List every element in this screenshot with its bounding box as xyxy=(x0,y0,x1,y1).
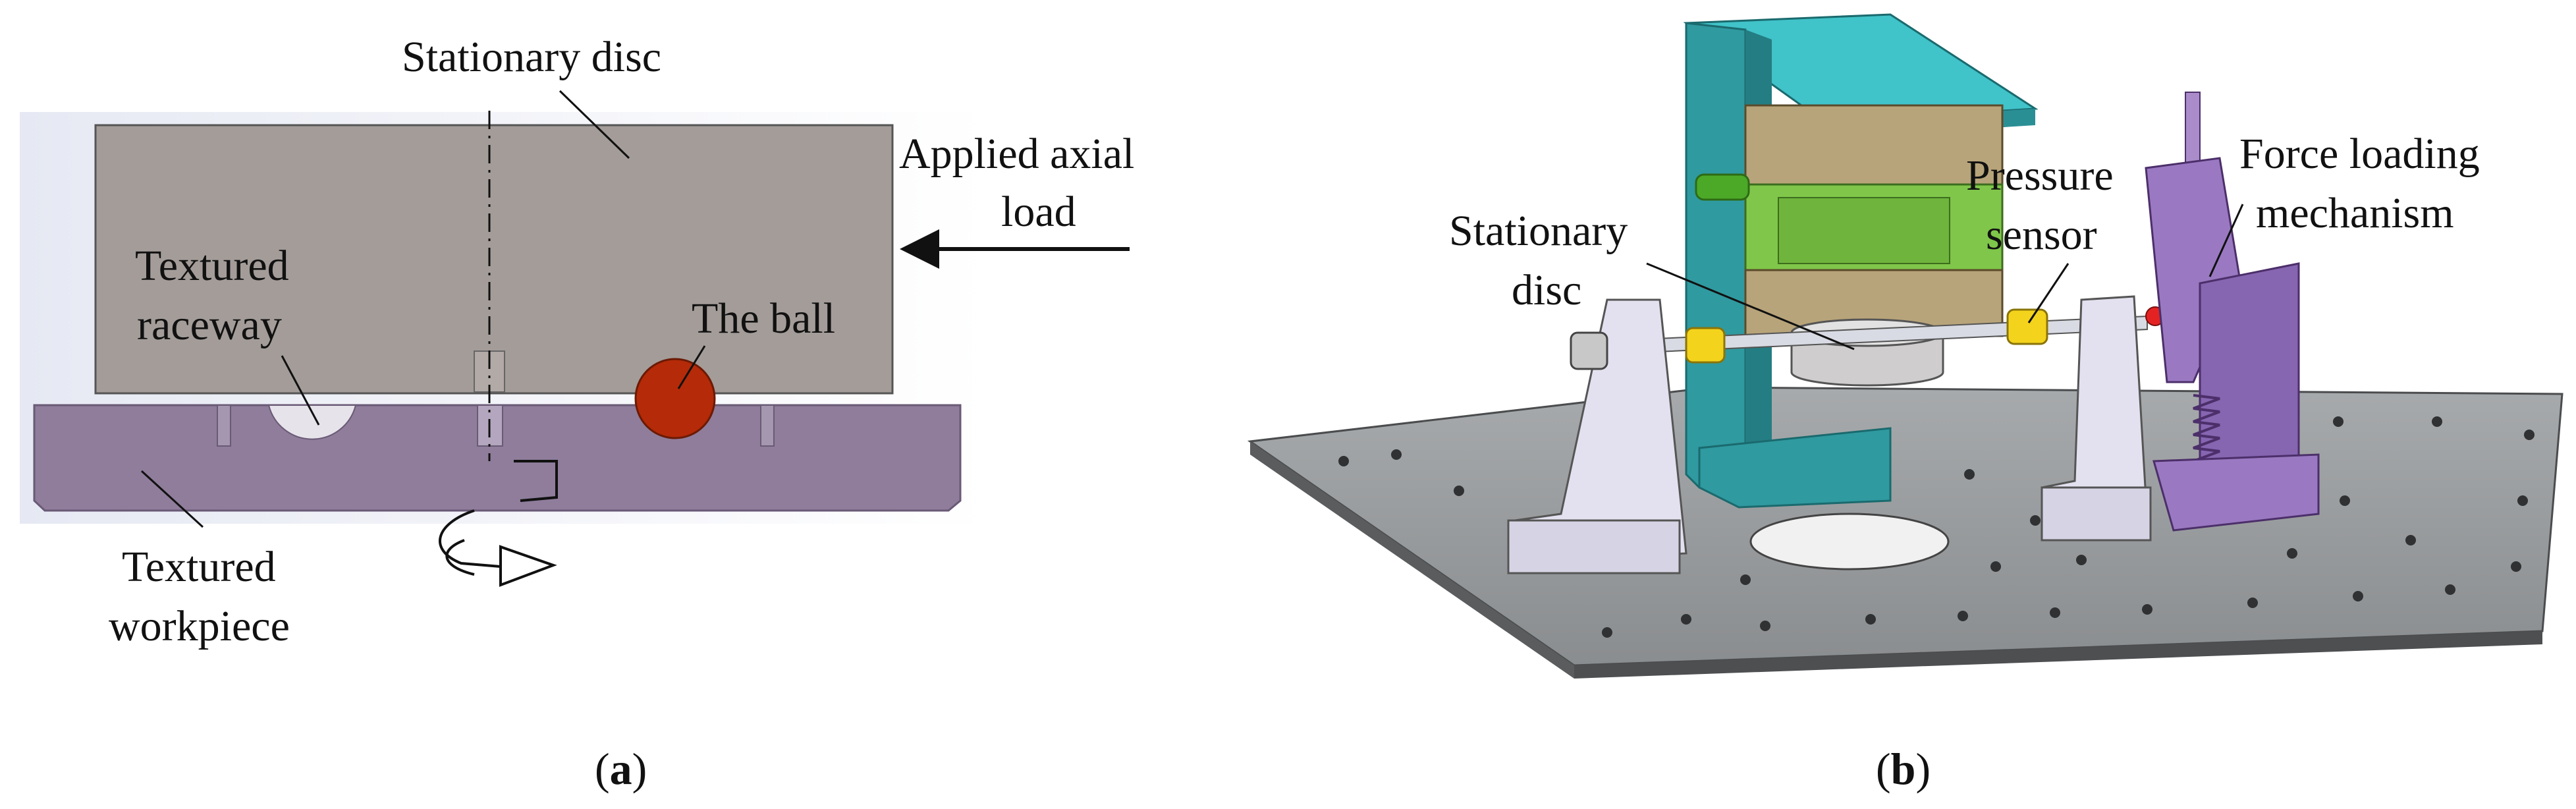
leader-the-ball xyxy=(677,345,706,389)
label-stationary-disc-b-2: disc xyxy=(1512,266,1581,314)
leader-pressure-sensor xyxy=(2027,263,2069,323)
leader-force-loading xyxy=(2208,204,2244,277)
plate-holes xyxy=(1338,416,2535,638)
label-textured-workpiece-2: workpiece xyxy=(109,602,290,650)
label-textured-raceway-2: raceway xyxy=(137,301,282,349)
leader-textured-raceway xyxy=(281,355,320,426)
label-applied-axial-load-1: Applied axial xyxy=(899,130,1134,178)
base-plate-front xyxy=(1250,441,1574,679)
leader-stationary-disc-b xyxy=(1646,262,1855,350)
label-force-loading-1: Force loading xyxy=(2239,130,2480,178)
label-textured-raceway-1: Textured xyxy=(135,242,289,290)
label-textured-workpiece-1: Textured xyxy=(122,543,276,591)
left-bracket-foot xyxy=(1507,519,1681,574)
stationary-disc-shape xyxy=(94,124,894,395)
left-end-knob xyxy=(1570,331,1608,370)
label-pressure-sensor-2: sensor xyxy=(1986,211,2097,259)
leader-stationary-disc xyxy=(559,90,630,159)
label-force-loading-2: mechanism xyxy=(2256,189,2454,237)
stage-upper xyxy=(1744,104,2004,186)
label-stationary-disc: Stationary disc xyxy=(402,33,661,81)
stationary-disc-b xyxy=(1790,331,1944,387)
leader-textured-workpiece xyxy=(140,470,204,528)
panel-a: Stationary disc Applied axial load Textu… xyxy=(20,33,1134,794)
label-stationary-disc-b-1: Stationary xyxy=(1449,207,1628,255)
stage-side-knob xyxy=(1695,173,1750,201)
loader-spring xyxy=(2193,394,2220,466)
label-pressure-sensor-1: Pressure xyxy=(1966,152,2114,200)
caption-b: (b) xyxy=(1876,744,1931,794)
plate-center-hole xyxy=(1749,513,1950,571)
ball-shape xyxy=(634,358,716,439)
caption-a: (a) xyxy=(595,744,647,794)
textured-workpiece-shape xyxy=(33,404,962,512)
base-plate-side xyxy=(1574,631,2542,679)
pressure-sensor-shape xyxy=(2006,308,2048,345)
loader-rod xyxy=(2185,92,2201,172)
right-bracket-foot xyxy=(2041,486,2152,542)
frame-column xyxy=(1685,22,1747,502)
workpiece-slot xyxy=(760,404,775,447)
frame-base xyxy=(1698,427,1892,509)
panel-b: Stationary disc Pressure sensor Force lo… xyxy=(1247,13,2563,794)
workpiece-slot xyxy=(217,404,231,447)
loader-base xyxy=(2152,453,2320,532)
raceway-groove xyxy=(267,404,357,440)
rotation-arrow-icon xyxy=(439,460,558,587)
label-the-ball: The ball xyxy=(692,294,835,343)
coupling-left xyxy=(1685,327,1726,364)
stage-green-inner xyxy=(1778,197,1950,264)
label-applied-axial-load-2: load xyxy=(1001,188,1076,236)
